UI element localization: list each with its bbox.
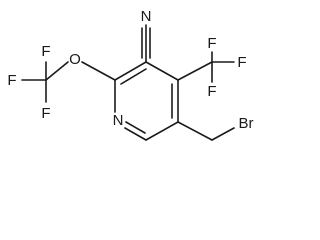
bond-c4-cf3 bbox=[177, 61, 213, 81]
nitrile-group: N bbox=[141, 8, 152, 63]
bond-c6-n1-inner bbox=[125, 121, 146, 134]
bromine-label: Br bbox=[239, 115, 254, 132]
bond-c2-c3-inner bbox=[120, 68, 147, 85]
bond-c2-o bbox=[81, 61, 116, 81]
ocf3-fluorine-left-label: F bbox=[7, 72, 16, 89]
ring-nitrogen-label: N bbox=[113, 112, 124, 129]
ocf3-fluorine-top-label: F bbox=[41, 43, 50, 60]
trifluoromethoxy-group: O F F F bbox=[7, 43, 116, 122]
bond-o-cf3 bbox=[45, 61, 69, 81]
bond-c6-n1 bbox=[124, 127, 147, 141]
cf3-fluorine-bottom-label: F bbox=[207, 83, 216, 100]
bond-c2-c3 bbox=[114, 61, 147, 81]
molecule-canvas: N F F F Br O F F F bbox=[7, 8, 254, 141]
bond-c5-c6 bbox=[145, 121, 179, 141]
nitrile-nitrogen-label: N bbox=[141, 8, 152, 25]
ocf3-fluorine-bottom-label: F bbox=[41, 105, 50, 122]
structure-diagram: N F F F Br O F F F bbox=[7, 8, 254, 141]
cf3-fluorine-top-label: F bbox=[207, 35, 216, 52]
bond-c3-c4 bbox=[145, 61, 179, 81]
bond-c5-ch2 bbox=[177, 121, 213, 141]
ether-oxygen-label: O bbox=[69, 51, 81, 68]
cf3-fluorine-right-label: F bbox=[237, 54, 246, 71]
bromomethyl-group: Br bbox=[177, 115, 254, 141]
pyridine-ring bbox=[114, 61, 179, 141]
trifluoromethyl-group: F F F bbox=[177, 35, 247, 100]
bond-ch2-br bbox=[211, 127, 235, 141]
